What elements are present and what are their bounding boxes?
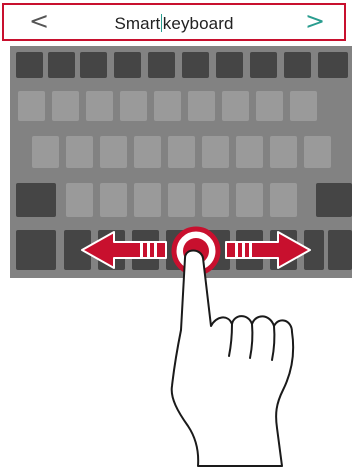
pointing-hand-icon: [172, 251, 293, 467]
